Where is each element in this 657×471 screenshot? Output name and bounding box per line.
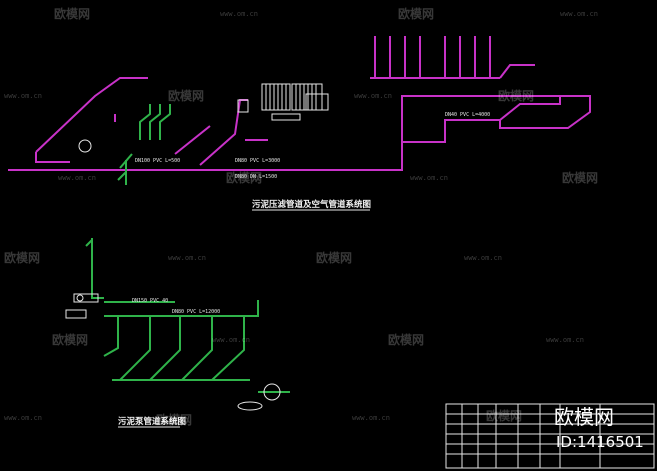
upper-water-risers xyxy=(117,104,171,185)
watermark-text: 欧模网 xyxy=(52,332,88,347)
lower-equipment xyxy=(65,293,281,411)
watermark-layer: 欧模网 www.om.cn 欧模网 www.om.cn www.om.cn 欧模… xyxy=(4,6,598,427)
pipe-label-dn80-dn: DN80 DN L=1500 xyxy=(235,174,277,180)
watermark-text: 欧模网 xyxy=(398,6,434,21)
watermark-text: 欧模网 xyxy=(486,408,522,423)
upper-labels: DN100 PVC L=500 DN80 PVC L=3000 DN80 DN … xyxy=(135,112,490,211)
watermark-text: 欧模网 xyxy=(388,332,424,347)
watermark-url: www.om.cn xyxy=(4,92,42,100)
watermark-url: www.om.cn xyxy=(4,414,42,422)
watermark-url: www.om.cn xyxy=(352,414,390,422)
watermark-url: www.om.cn xyxy=(58,174,96,182)
upper-diagram-title: 污泥压滤管道及空气管道系统图 xyxy=(252,199,371,210)
watermark-text: 欧模网 xyxy=(316,250,352,265)
watermark-url: www.om.cn xyxy=(546,336,584,344)
watermark-text: 欧模网 xyxy=(562,170,598,185)
watermark-text: 欧模网 xyxy=(226,170,262,185)
filter-press-equipment xyxy=(78,83,329,153)
pipe-label-dn80: DN80 PVC L=3000 xyxy=(235,158,280,164)
brand-name: 欧模网 xyxy=(554,405,614,429)
pipe-label-dn40: DN40 PVC L=4000 xyxy=(445,112,490,118)
watermark-url: www.om.cn xyxy=(168,254,206,262)
upper-pipe-system xyxy=(8,36,591,171)
lower-labels: DN150 PVC 40 DN80 PVC L=12000 污泥泵管道系统图 xyxy=(118,298,220,428)
watermark-url: www.om.cn xyxy=(354,92,392,100)
lower-pipe-system xyxy=(85,238,290,393)
watermark-text: 欧模网 xyxy=(54,6,90,21)
watermark-text: 欧模网 xyxy=(4,250,40,265)
watermark-url: www.om.cn xyxy=(464,254,502,262)
watermark-url: www.om.cn xyxy=(212,336,250,344)
title-block xyxy=(445,403,655,469)
pipe-label-dn80-lower: DN80 PVC L=12000 xyxy=(172,309,220,315)
watermark-url: www.om.cn xyxy=(220,10,258,18)
watermark-text: 欧模网 xyxy=(498,88,534,103)
brand-id: ID:1416501 xyxy=(556,433,644,451)
watermark-text: 欧模网 xyxy=(168,88,204,103)
watermark-url: www.om.cn xyxy=(410,174,448,182)
brand-stamp: 欧模网 ID:1416501 xyxy=(554,405,644,451)
pipe-label-dn150-lower: DN150 PVC 40 xyxy=(132,298,168,304)
watermark-url: www.om.cn xyxy=(560,10,598,18)
lower-diagram-title: 污泥泵管道系统图 xyxy=(118,416,186,427)
watermark-text: 欧模网 xyxy=(156,412,192,427)
pipe-label-dn100: DN100 PVC L=500 xyxy=(135,158,180,164)
